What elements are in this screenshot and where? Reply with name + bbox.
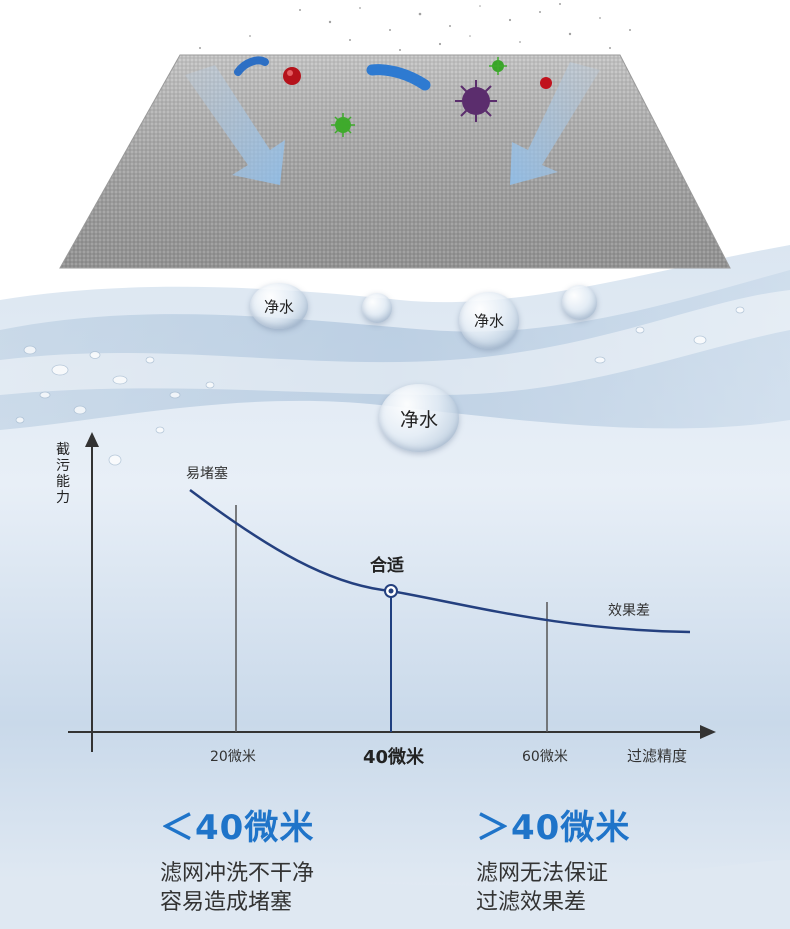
desc-line: 滤网冲洗不干净 [160,861,315,886]
less-than-40-heading: ＜40微米 [160,808,315,848]
less-than-40-description: 滤网冲洗不干净 容易造成堵塞 [160,859,314,917]
tick-label-40: 40微米 [363,747,425,768]
bubble-label: 净水 [399,408,438,431]
empty-bubble [562,285,597,320]
clean-water-bubble: 净水 [459,292,519,349]
desc-line: 滤网无法保证 [476,861,609,886]
bubble-label: 净水 [263,297,294,316]
empty-bubble [362,293,392,323]
clean-water-bubble: 净水 [250,283,308,329]
x-axis-label: 过滤精度 [627,747,688,765]
desc-line: 容易造成堵塞 [160,890,293,915]
greater-than-40-heading: ＞40微米 [476,808,631,848]
bubble-label: 净水 [473,312,504,330]
desc-line: 过滤效果差 [476,890,587,915]
greater-than-40-description: 滤网无法保证 过滤效果差 [476,859,630,917]
poor-effect-note: 效果差 [608,603,650,619]
y-axis-label: 截污能力 [56,442,70,506]
suitable-note: 合适 [370,556,404,576]
greater-than-40-block: ＞40微米 滤网无法保证 过滤效果差 [476,800,630,917]
less-than-40-block: ＜40微米 滤网冲洗不干净 容易造成堵塞 [160,800,314,917]
clean-water-bubble: 净水 [379,384,459,452]
clog-note: 易堵塞 [186,466,228,482]
tick-label-20: 20微米 [210,749,256,765]
tick-label-60: 60微米 [522,749,568,765]
